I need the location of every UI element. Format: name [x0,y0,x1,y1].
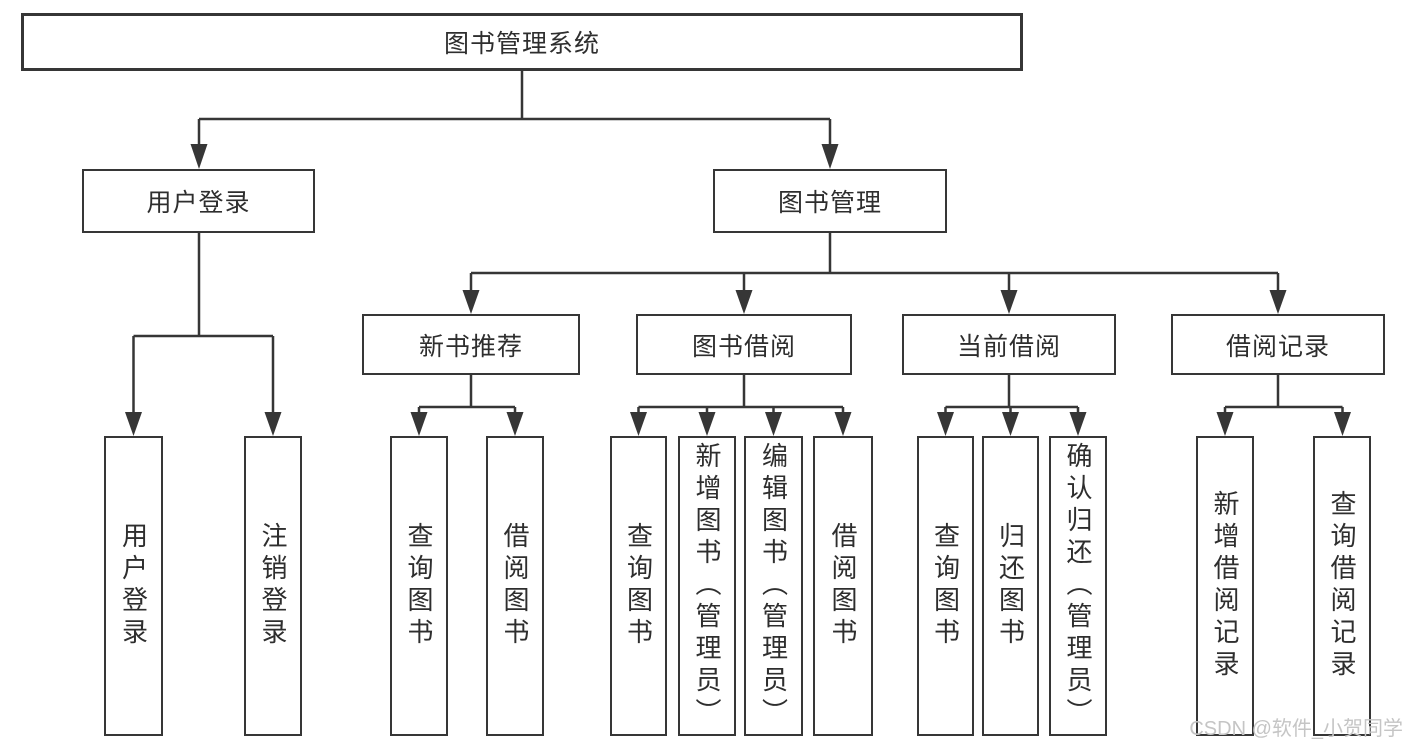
connector-new-book-branch [410,375,524,436]
leaf-borrow-add-books-admin-label: 新增图书（管理员） [692,442,722,730]
node-new-book-rec-label: 新书推荐 [418,332,523,361]
leaf-current-return-books-label: 归还图书 [995,522,1026,650]
leaf-newrec-query-books: 查询图书 [390,436,448,736]
connector-user-login-branch [125,233,282,436]
node-borrow-records-label: 借阅记录 [1225,332,1330,361]
node-borrow-records: 借阅记录 [1171,314,1385,375]
csdn-watermark: CSDN @软件_小贺同学 [1189,718,1403,740]
leaf-current-return-books: 归还图书 [982,436,1039,736]
connector-book-borrow-branch [630,375,852,436]
leaf-logout-label: 注销登录 [258,522,288,650]
leaf-records-query-record: 查询借阅记录 [1313,436,1371,736]
leaf-records-add-record-label: 新增借阅记录 [1210,490,1240,682]
leaf-user-login: 用户登录 [104,436,163,736]
leaf-borrow-edit-books-admin-label: 编辑图书（管理员） [758,442,789,730]
leaf-newrec-query-books-label: 查询图书 [404,522,434,650]
node-book-borrow: 图书借阅 [636,314,852,375]
leaf-current-query-books: 查询图书 [917,436,974,736]
node-current-borrow-label: 当前借阅 [956,332,1061,361]
node-book-mgmt: 图书管理 [713,169,947,233]
leaf-current-confirm-return-admin-label: 确认归还（管理员） [1063,442,1093,730]
leaf-records-query-record-label: 查询借阅记录 [1327,490,1357,682]
node-user-login-label: 用户登录 [146,189,251,217]
node-root-label: 图书管理系统 [443,30,600,58]
leaf-borrow-query-books: 查询图书 [610,436,667,736]
leaf-borrow-borrow-books: 借阅图书 [813,436,873,736]
leaf-current-query-books-label: 查询图书 [930,522,961,650]
leaf-current-confirm-return-admin: 确认归还（管理员） [1049,436,1107,736]
leaf-logout: 注销登录 [244,436,302,736]
leaf-records-add-record: 新增借阅记录 [1196,436,1254,736]
leaf-borrow-query-books-label: 查询图书 [623,522,654,650]
connector-book-mgmt-branch [462,233,1287,314]
node-book-mgmt-label: 图书管理 [777,189,882,217]
connector-root-to-level2 [190,69,839,169]
node-user-login: 用户登录 [82,169,315,233]
leaf-user-login-label: 用户登录 [118,522,149,650]
connector-current-borrow-branch [937,375,1087,436]
connector-borrow-records-branch [1216,375,1351,436]
node-new-book-rec: 新书推荐 [362,314,580,375]
leaf-borrow-add-books-admin: 新增图书（管理员） [678,436,736,736]
leaf-borrow-borrow-books-label: 借阅图书 [828,522,858,650]
node-book-borrow-label: 图书借阅 [691,332,796,361]
node-current-borrow: 当前借阅 [902,314,1116,375]
leaf-newrec-borrow-books: 借阅图书 [486,436,544,736]
leaf-borrow-edit-books-admin: 编辑图书（管理员） [744,436,803,736]
leaf-newrec-borrow-books-label: 借阅图书 [500,522,530,650]
node-root: 图书管理系统 [21,13,1023,71]
